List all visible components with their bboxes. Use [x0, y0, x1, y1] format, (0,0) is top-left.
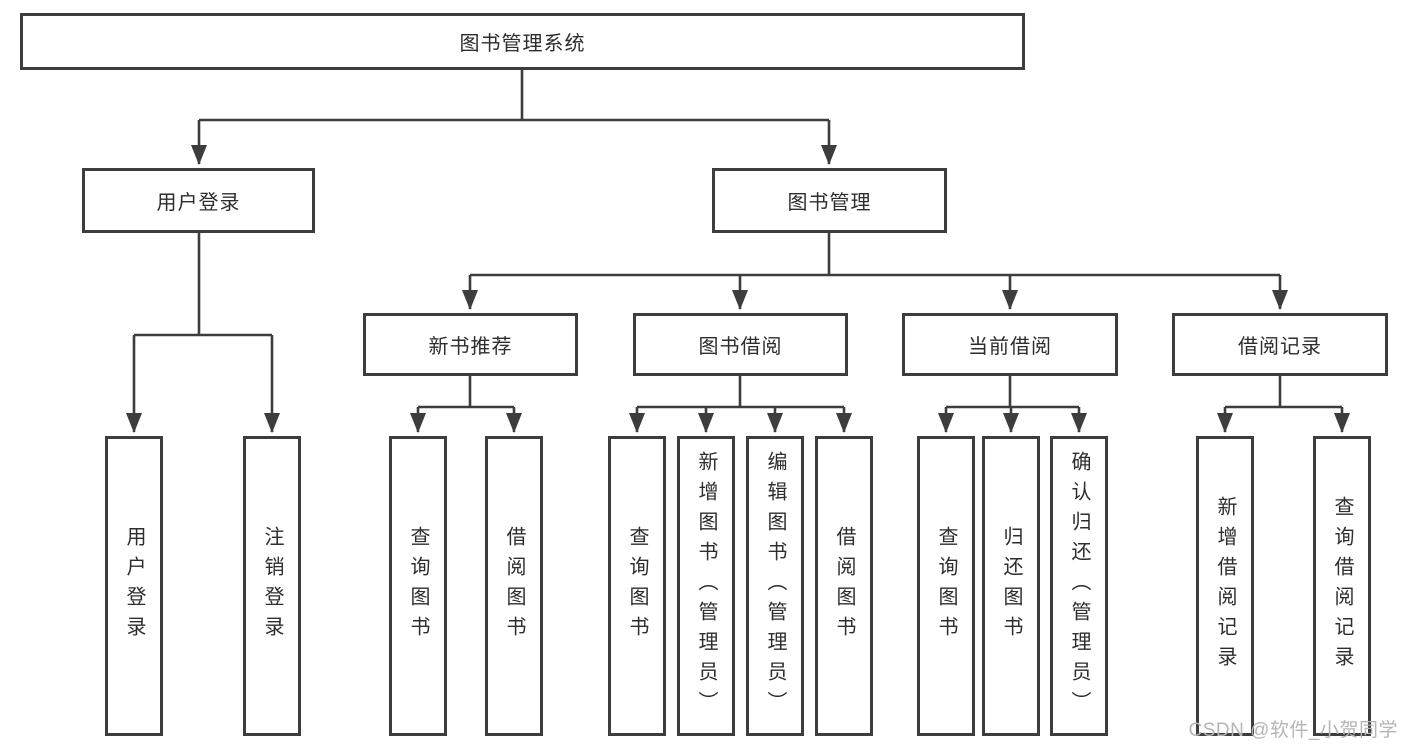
leaf-add-borrow-record: 新增借阅记录	[1196, 436, 1254, 736]
node-borrow-records: 借阅记录	[1172, 313, 1388, 376]
node-new-book-recommend: 新书推荐	[363, 313, 578, 376]
leaf-return-books: 归还图书	[982, 436, 1040, 736]
connector-new-book-recommend-to-leaves	[410, 376, 522, 433]
node-user-login: 用户登录	[82, 168, 315, 233]
leaf-user-login: 用户登录	[105, 436, 163, 736]
leaf-edit-book-admin: 编辑图书（管理员）	[746, 436, 804, 736]
csdn-watermark: CSDN @软件_小贺同学	[1188, 720, 1398, 741]
leaf-query-books-recommend: 查询图书	[389, 436, 447, 736]
leaf-query-books-current: 查询图书	[917, 436, 975, 736]
leaf-confirm-return-admin: 确认归还（管理员）	[1050, 436, 1108, 736]
node-current-borrowing: 当前借阅	[902, 313, 1118, 376]
leaf-borrow-books-recommend: 借阅图书	[485, 436, 543, 736]
node-book-management: 图书管理	[712, 168, 947, 233]
connector-root-to-level2	[191, 68, 837, 165]
connector-book-borrowing-to-leaves	[629, 376, 852, 433]
node-book-borrowing: 图书借阅	[633, 313, 848, 376]
leaf-add-book-admin: 新增图书（管理员）	[677, 436, 735, 736]
connector-borrow-records-to-leaves	[1217, 376, 1350, 433]
leaf-query-borrow-record: 查询借阅记录	[1313, 436, 1371, 736]
leaf-query-books-borrowing: 查询图书	[608, 436, 666, 736]
connector-user-login-to-leaves	[126, 233, 280, 433]
leaf-logout: 注销登录	[243, 436, 301, 736]
connector-book-management-to-level3	[462, 233, 1288, 310]
connector-current-borrowing-to-leaves	[938, 376, 1087, 433]
leaf-borrow-books: 借阅图书	[815, 436, 873, 736]
node-library-management-system: 图书管理系统	[20, 13, 1025, 70]
